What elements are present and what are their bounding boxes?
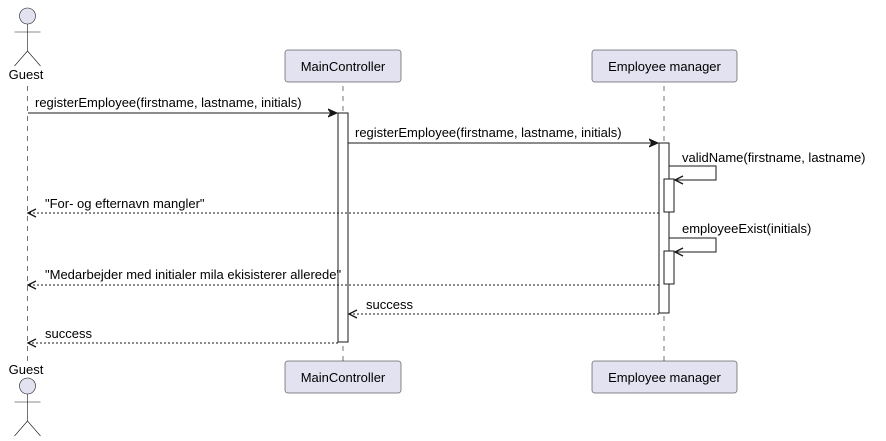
participant-box [591,49,738,83]
participant-employee-manager-top: Employee manager [591,49,738,83]
actor-label-guest-bottom: Guest [9,362,44,377]
activation-employee-manager-validname [663,178,675,213]
participant-label: MainController [301,370,386,385]
message-label: validName(firstname, lastname) [682,150,866,165]
participant-box [284,49,402,83]
participant-label: Employee manager [608,59,721,74]
participant-box [591,360,738,394]
message-7: success [349,297,659,314]
actor-label-guest-top: Guest [9,67,44,82]
participant-box [284,360,402,394]
activation-main-controller [337,112,349,343]
participant-employee-manager-bottom: Employee manager [591,360,738,394]
message-label: "For- og efternavn mangler" [45,196,205,211]
message-5: employeeExist(initials) [669,221,811,252]
activation-employee-manager [658,142,670,314]
message-label: registerEmployee(firstname, lastname, in… [35,95,302,110]
stick-figure-icon [14,7,41,67]
participant-label: MainController [301,59,386,74]
actor-guest-top: Guest [9,7,44,82]
message-1: registerEmployee(firstname, lastname, in… [28,95,337,113]
actor-guest-bottom: Guest [9,362,44,437]
message-6: "Medarbejder med initialer mila ekisiste… [28,267,659,285]
message-label: employeeExist(initials) [682,221,811,236]
participant-main-controller-top: MainController [284,49,402,83]
message-label: success [366,297,413,312]
stick-figure-icon [14,377,41,437]
participant-label: Employee manager [608,370,721,385]
message-label: success [45,326,92,341]
participant-main-controller-bottom: MainController [284,360,402,394]
activation-employee-manager-employeeexist [663,250,675,285]
message-label: registerEmployee(firstname, lastname, in… [355,125,622,140]
message-3: validName(firstname, lastname) [669,150,866,180]
message-4: "For- og efternavn mangler" [28,196,659,213]
message-8: success [28,326,338,343]
message-2: registerEmployee(firstname, lastname, in… [348,125,658,143]
message-label: "Medarbejder med initialer mila ekisiste… [45,267,341,282]
